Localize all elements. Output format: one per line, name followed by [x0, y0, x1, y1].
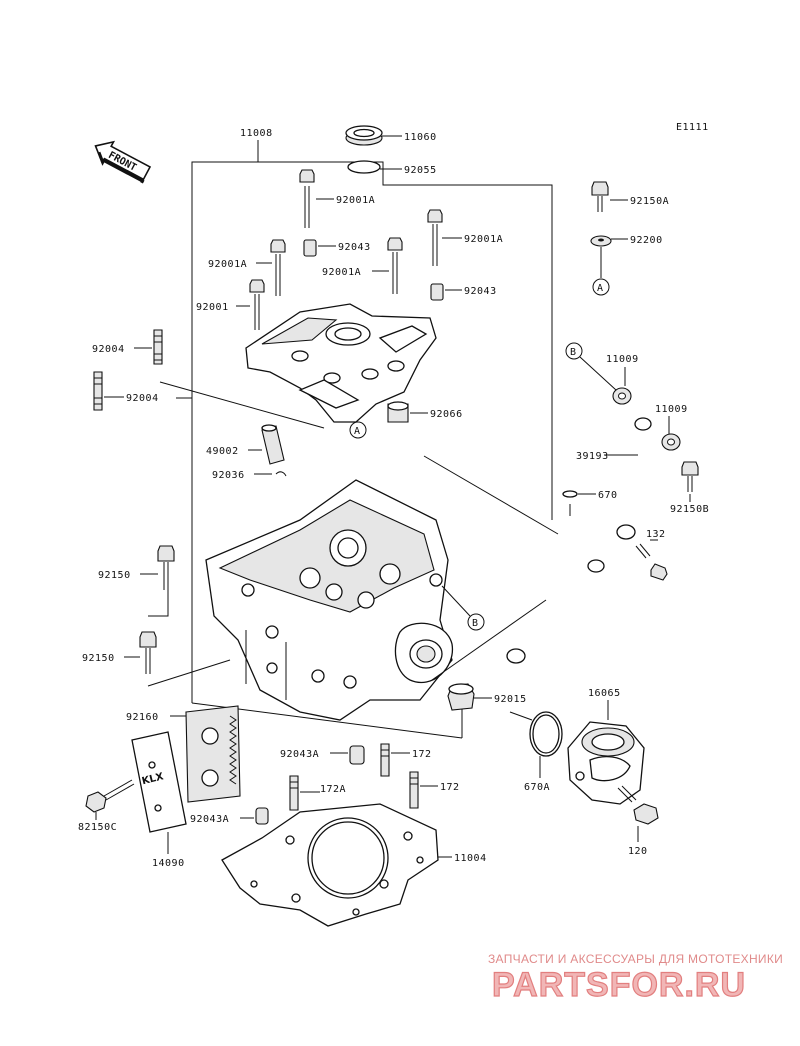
label-92150a: 92150A	[630, 196, 669, 207]
oil-seal-11060	[345, 125, 383, 146]
collar-92043-1	[303, 239, 317, 257]
dowel-92043a-1	[349, 745, 365, 765]
bolt-92001	[249, 279, 265, 330]
svg-text:A: A	[354, 426, 361, 437]
label-92043-2: 92043	[464, 286, 497, 297]
label-92150-1: 92150	[98, 570, 131, 581]
stud-172-2	[409, 771, 419, 809]
front-arrow-icon: FRONT	[94, 140, 152, 184]
collar-92043-2	[430, 283, 444, 301]
label-49002: 49002	[206, 446, 239, 457]
label-132: 132	[646, 529, 666, 540]
label-82150c: 82150C	[78, 822, 117, 833]
label-92001a-2: 92001A	[208, 259, 247, 270]
dowel-92043a-2	[255, 807, 269, 825]
bolt-132	[635, 543, 668, 581]
washer-11009-2	[661, 433, 681, 451]
label-92043a-2: 92043A	[190, 814, 229, 825]
klx-stamp: KLX	[141, 771, 165, 787]
bolt-92150-1	[157, 545, 175, 590]
stud-172a	[289, 775, 299, 811]
label-11009-2: 11009	[655, 404, 688, 415]
label-92001a-3: 92001A	[322, 267, 361, 278]
leader-line	[159, 381, 325, 429]
guide-49002	[261, 424, 285, 465]
label-92004-1: 92004	[92, 344, 125, 355]
label-92160: 92160	[126, 712, 159, 723]
bolt-82150c	[85, 779, 135, 813]
label-92004-2: 92004	[126, 393, 159, 404]
cylinder-head	[205, 479, 454, 721]
bolt-92001a-3	[387, 237, 403, 294]
carburetor-holder-16065	[567, 721, 645, 805]
assembly-bracket	[191, 161, 553, 703]
label-92200: 92200	[630, 235, 663, 246]
label-172-2: 172	[440, 782, 460, 793]
label-92066: 92066	[430, 409, 463, 420]
label-92001: 92001	[196, 302, 229, 313]
label-11060: 11060	[404, 132, 437, 143]
ref-circle-a-top	[592, 278, 610, 296]
svg-text:B: B	[472, 618, 479, 629]
bolt-92150a	[591, 181, 609, 212]
oil-pipe-39193	[506, 417, 652, 664]
collar-92066	[387, 401, 409, 423]
bolt-92001a-2	[270, 239, 286, 296]
washer-11009-1	[612, 387, 632, 405]
label-92036: 92036	[212, 470, 245, 481]
svg-text:A: A	[597, 283, 604, 294]
bolt-92150b	[681, 461, 699, 492]
cap-92015	[447, 683, 475, 711]
label-670: 670	[598, 490, 618, 501]
o-ring-92055	[347, 160, 381, 174]
label-11004: 11004	[454, 853, 487, 864]
ref-circle-a-mid	[349, 421, 367, 439]
label-92001a-1: 92001A	[336, 195, 375, 206]
leader-92150-2	[147, 659, 231, 687]
head-gasket-11004	[221, 803, 439, 927]
label-670a: 670A	[524, 782, 550, 793]
label-16065: 16065	[588, 688, 621, 699]
label-11009-1: 11009	[606, 354, 639, 365]
watermark-tagline: ЗАПЧАСТИ И АКСЕССУАРЫ ДЛЯ МОТОТЕХНИКИ	[488, 952, 783, 966]
label-39193: 39193	[576, 451, 609, 462]
label-14090: 14090	[152, 858, 185, 869]
bolt-120	[617, 785, 659, 825]
stud-172-1	[380, 743, 390, 777]
label-172a: 172A	[320, 784, 346, 795]
bolt-92001a-1	[299, 169, 315, 228]
svg-text:B: B	[570, 347, 577, 358]
label-11008: 11008	[240, 128, 273, 139]
stud-92004-1	[153, 329, 163, 365]
watermark-brand: PARTSFOR.RU	[492, 966, 746, 1004]
label-120: 120	[628, 846, 648, 857]
ref-circle-b-top	[565, 342, 583, 360]
label-92043a-1: 92043A	[280, 749, 319, 760]
camshaft-cap-assembly	[245, 303, 437, 423]
clip-92036	[275, 471, 287, 477]
label-92150-2: 92150	[82, 653, 115, 664]
leader-92150-1	[148, 590, 169, 617]
bolt-92001a-4	[427, 209, 443, 266]
o-ring-670	[562, 490, 578, 498]
stud-92004-2	[93, 371, 103, 411]
label-92015: 92015	[494, 694, 527, 705]
label-92150b: 92150B	[670, 504, 709, 515]
ref-circle-b-mid	[467, 613, 485, 631]
bolt-92150-2	[139, 631, 157, 674]
label-172-1: 172	[412, 749, 432, 760]
label-92001a-4: 92001A	[464, 234, 503, 245]
washer-92200	[590, 235, 612, 247]
label-92055: 92055	[404, 165, 437, 176]
label-92043-1: 92043	[338, 242, 371, 253]
diagram-code: E1111	[676, 122, 709, 133]
cover-14090: KLX	[131, 731, 187, 833]
insulator-92160	[185, 705, 241, 803]
